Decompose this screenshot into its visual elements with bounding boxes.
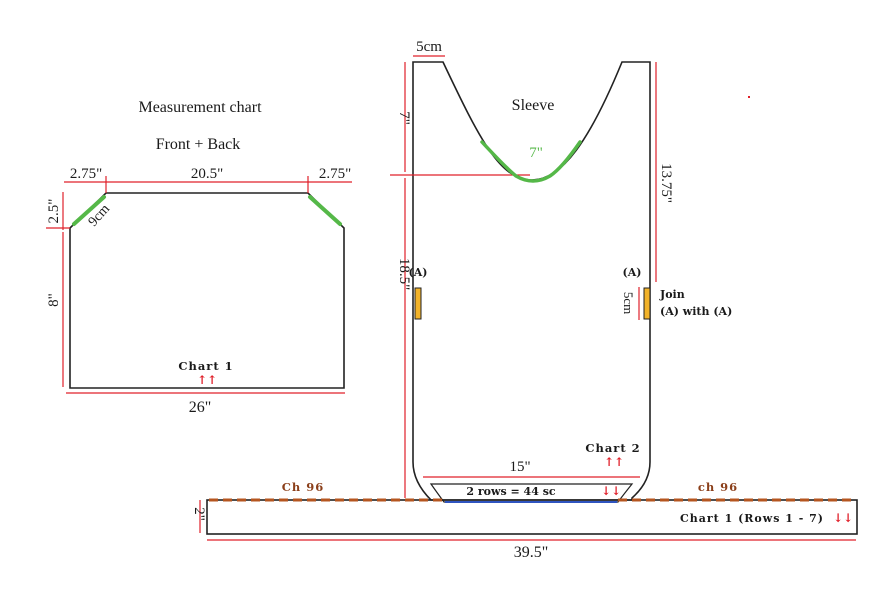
front-back-panel: Measurement chart Front + Back 2.75" 20.… <box>46 99 352 416</box>
sleeve-title: Sleeve <box>512 97 555 114</box>
right-upper-measure: 13.75" <box>658 163 674 203</box>
armhole-mark-right <box>308 195 342 226</box>
left-chain-label: Ch 96 <box>282 480 325 494</box>
down-arrows-icon: ↓↓ <box>601 484 621 498</box>
left-lower-measure: 8" <box>46 293 62 307</box>
top-width-measure: 5cm <box>416 39 442 55</box>
band-chart-label: Chart 1 (Rows 1 - 7) <box>680 512 824 525</box>
chart-title: Measurement chart <box>138 99 262 116</box>
join-detail: (A) with (A) <box>660 305 732 318</box>
right-chain-label: ch 96 <box>698 480 738 494</box>
sleeve-panel: 5cm Sleeve 7" 18.5" 7" 13.75" (A) (A) 5c… <box>390 39 732 503</box>
left-lower-measure: 18.5" <box>396 258 412 290</box>
marker-left-label: (A) <box>409 266 428 279</box>
down-arrows-icon: ↓↓ <box>833 511 853 525</box>
left-upper-measure: 2.5" <box>46 199 62 224</box>
join-label: Join <box>659 288 685 301</box>
rows-label: 2 rows = 44 sc <box>466 485 555 498</box>
bottom-measure: 26" <box>189 399 212 416</box>
panel-subtitle: Front + Back <box>156 136 241 153</box>
stray-dot <box>748 96 750 98</box>
band-height: 2" <box>191 507 207 521</box>
diagonal-measure: 9cm <box>86 202 113 230</box>
band-outline <box>206 499 858 535</box>
top-left-measure: 2.75" <box>70 166 102 182</box>
sleeve-cap-mark <box>480 140 582 183</box>
band-panel: Ch 96 ch 96 2" Chart 1 (Rows 1 - 7) ↓↓ 3… <box>191 480 858 561</box>
top-right-measure: 2.75" <box>319 166 351 182</box>
bottom-width-measure: 15" <box>509 459 530 475</box>
left-upper-measure: 7" <box>396 111 412 125</box>
marker-right <box>643 287 651 320</box>
band-width: 39.5" <box>514 544 549 561</box>
chart-1-label: Chart 1 <box>178 359 233 373</box>
marker-right-label: (A) <box>623 266 642 279</box>
curve-measure: 7" <box>529 145 543 161</box>
armhole-mark-left <box>72 195 106 226</box>
up-arrows-icon: ↑↑ <box>604 455 624 469</box>
up-arrows-icon: ↑↑ <box>197 373 217 387</box>
sc-rows-box <box>429 483 634 503</box>
sleeve-outline <box>412 61 651 501</box>
top-center-measure: 20.5" <box>191 166 223 182</box>
chart-2-label: Chart 2 <box>585 441 640 455</box>
marker-size: 5cm <box>621 292 636 314</box>
marker-left <box>414 287 422 320</box>
